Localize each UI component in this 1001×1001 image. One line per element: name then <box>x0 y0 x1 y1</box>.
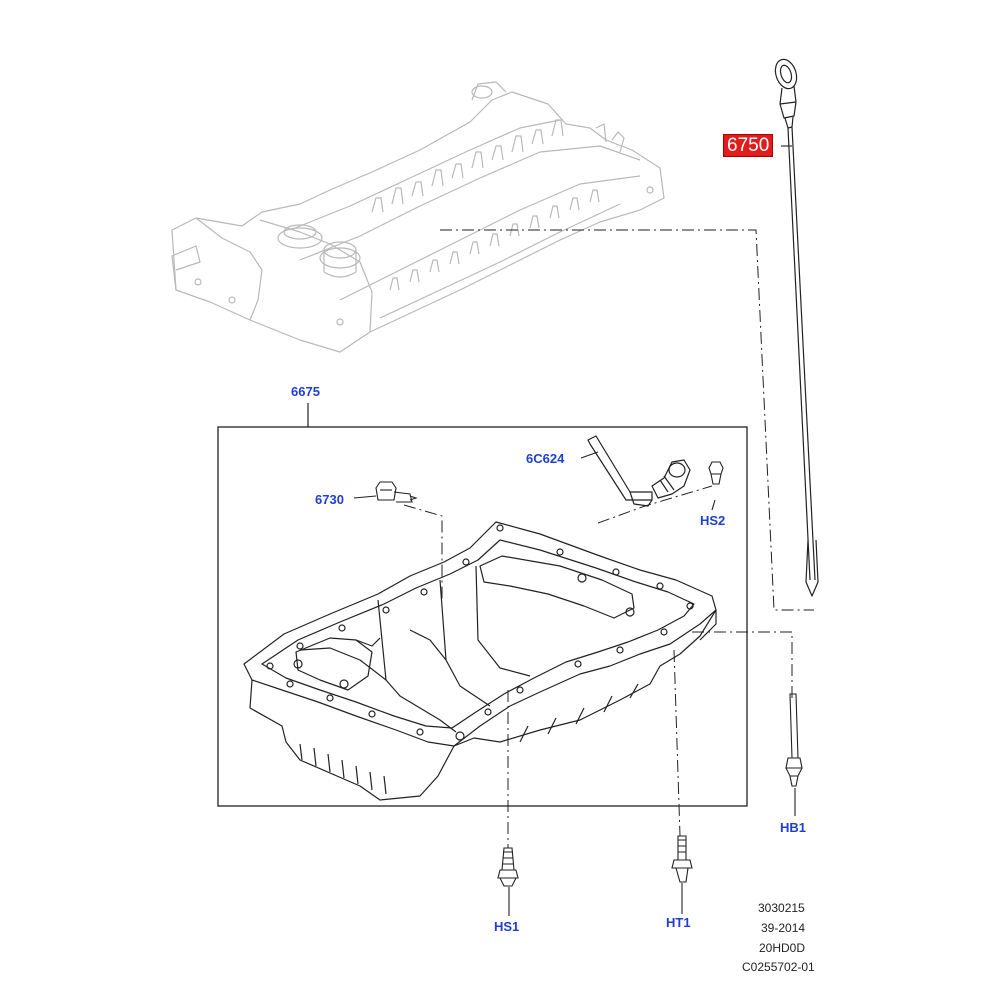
reference-code-2: 39-2014 <box>761 921 806 935</box>
callout-6675[interactable]: 6675 <box>291 384 320 399</box>
dipstick-drawing <box>774 58 819 597</box>
bolt-hb1-drawing <box>785 693 803 787</box>
callout-6750[interactable]: 6750 <box>723 134 774 157</box>
callout-hb1[interactable]: HB1 <box>780 820 807 835</box>
leader-lines <box>403 229 814 848</box>
reference-code-4: C0255702-01 <box>742 960 815 974</box>
callout-hs2[interactable]: HS2 <box>700 513 726 528</box>
reference-code-3: 20HD0D <box>759 941 806 955</box>
bolt-hs2-drawing <box>708 461 724 485</box>
reference-code-1: 3030215 <box>758 901 805 915</box>
stud-ht1-drawing <box>671 835 693 883</box>
drain-plug-drawing <box>375 481 418 503</box>
tube-drawing <box>587 435 691 507</box>
callout-6c624[interactable]: 6C624 <box>526 451 565 466</box>
stud-hs1-drawing <box>497 847 519 887</box>
callout-6730[interactable]: 6730 <box>315 492 344 507</box>
callout-ht1[interactable]: HT1 <box>666 915 691 930</box>
oil-pan-drawing <box>243 521 717 801</box>
cam-cover-ghost-drawing <box>171 81 665 353</box>
oil-pan-assembly-frame <box>217 426 748 807</box>
callout-hs1[interactable]: HS1 <box>494 919 520 934</box>
